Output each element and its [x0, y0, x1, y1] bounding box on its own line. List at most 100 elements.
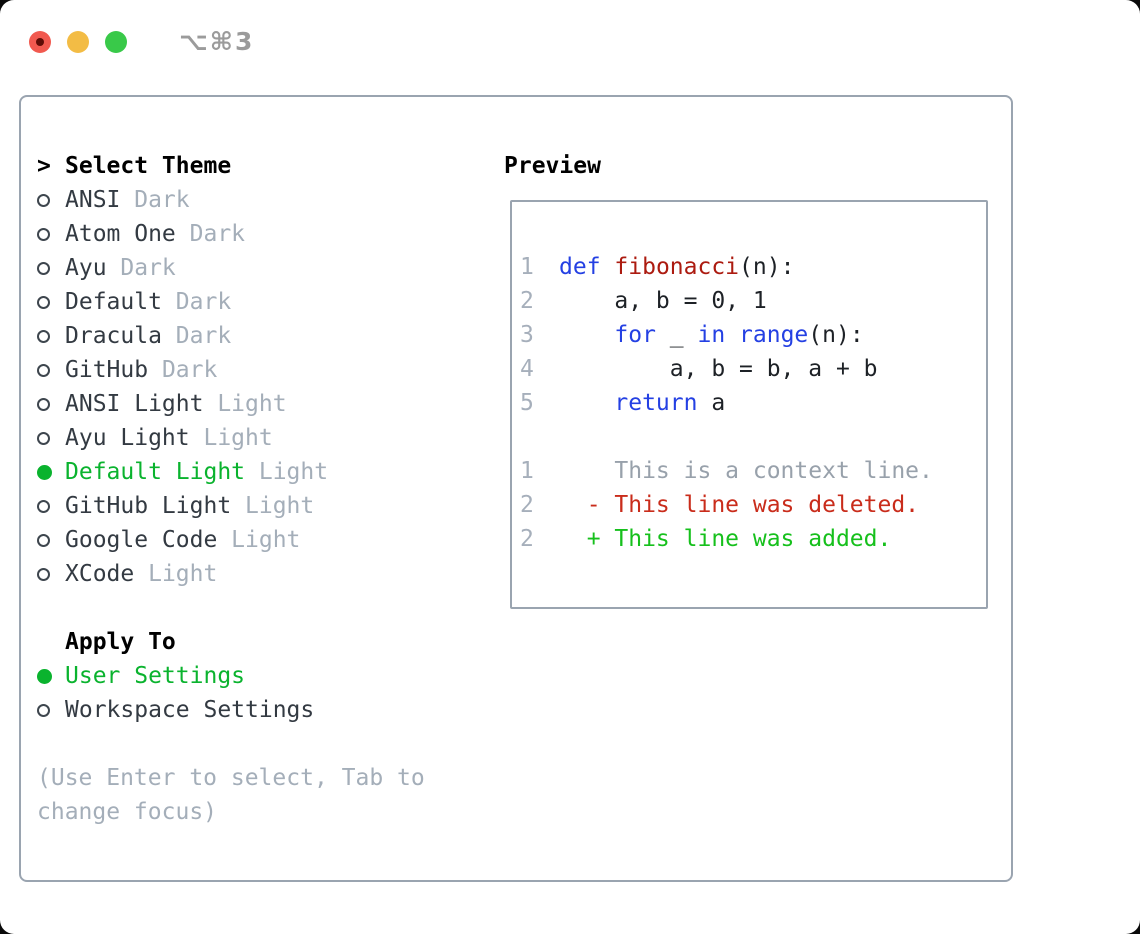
theme-option-dracula[interactable]: Dracula Dark [37, 319, 439, 353]
preview-title: Preview [504, 153, 601, 179]
theme-option-github[interactable]: GitHub Dark [37, 353, 439, 387]
code-text: This is a context line. [559, 458, 933, 484]
radio-selected-icon [37, 464, 52, 480]
radio-icon [37, 193, 50, 207]
theme-variant-label: Dark [134, 187, 190, 213]
radio-icon [37, 363, 50, 377]
radio-icon [37, 329, 50, 343]
code-text: for _ in range(n): [614, 322, 864, 348]
theme-variant-label: Light [258, 459, 329, 485]
theme-option-label: Default Light [65, 459, 246, 485]
line-number: 2 [520, 288, 534, 314]
apply-option-workspace-settings[interactable]: Workspace Settings [37, 693, 439, 727]
code-text: a, b = b, a + b [559, 356, 878, 382]
line-number: 4 [520, 356, 534, 382]
theme-variant-label: Dark [161, 357, 218, 383]
minimize-button[interactable] [67, 30, 89, 53]
theme-option-default[interactable]: Default Dark [37, 285, 439, 319]
code-text: return a [614, 390, 726, 416]
theme-option-label: GitHub Light [65, 493, 232, 519]
radio-icon [37, 499, 50, 513]
theme-option-xcode[interactable]: XCode Light [37, 557, 439, 591]
code-text: a, b = 0, 1 [559, 288, 767, 314]
titlebar: ⌥⌘3 [29, 27, 254, 56]
theme-option-ayu-light[interactable]: Ayu Light Light [37, 421, 439, 455]
theme-variant-label: Light [245, 493, 315, 519]
preview-line: 2 + This line was added. [520, 522, 980, 556]
close-button[interactable] [29, 30, 51, 53]
radio-icon [37, 533, 50, 547]
line-number: 2 [520, 492, 534, 518]
line-number: 5 [520, 390, 534, 416]
theme-variant-label: Dark [175, 323, 232, 349]
theme-option-label: Default [65, 289, 162, 315]
radio-icon [37, 431, 50, 445]
radio-icon [37, 397, 50, 411]
theme-option-ansi[interactable]: ANSI Dark [37, 183, 439, 217]
radio-icon [37, 703, 50, 717]
theme-variant-label: Light [217, 391, 287, 417]
preview-line: 2 - This line was deleted. [520, 488, 980, 522]
theme-option-ayu[interactable]: Ayu Dark [37, 251, 439, 285]
theme-option-default-light[interactable]: Default Light Light [37, 455, 439, 489]
code-text: - This line was deleted. [559, 492, 920, 518]
preview-line: 5 return a [520, 386, 980, 420]
radio-icon [37, 295, 50, 309]
theme-variant-label: Dark [120, 255, 176, 281]
preview-line: 1 This is a context line. [520, 454, 980, 488]
radio-icon [37, 227, 50, 241]
theme-option-ansi-light[interactable]: ANSI Light Light [37, 387, 439, 421]
keyboard-hint: (Use Enter to select, Tab to change focu… [37, 765, 439, 825]
theme-variant-label: Light [148, 561, 218, 587]
preview-line: 1 def fibonacci(n): [520, 250, 980, 284]
theme-option-label: Ayu Light [65, 425, 190, 451]
preview-line: 4 a, b = b, a + b [520, 352, 980, 386]
line-number: 3 [520, 322, 534, 348]
window-title-shortcut: ⌥⌘3 [179, 27, 255, 56]
line-number: 2 [520, 526, 534, 552]
select-theme-title: Select Theme [65, 153, 232, 179]
theme-option-google-code[interactable]: Google Code Light [37, 523, 439, 557]
theme-option-label: ANSI [65, 187, 121, 213]
code-text: def fibonacci(n): [559, 254, 795, 280]
theme-option-label: GitHub [65, 357, 149, 383]
radio-icon [37, 261, 50, 275]
theme-variant-label: Light [203, 425, 273, 451]
theme-option-github-light[interactable]: GitHub Light Light [37, 489, 439, 523]
theme-variant-label: Light [231, 527, 301, 553]
preview-line: 3 for _ in range(n): [520, 318, 980, 352]
theme-option-label: ANSI Light [65, 391, 204, 417]
apply-to-title: Apply To [65, 629, 176, 655]
theme-variant-label: Dark [189, 221, 246, 247]
apply-to-header-row: Apply To [37, 625, 439, 659]
apply-option-user-settings[interactable]: User Settings [37, 659, 439, 693]
zoom-button[interactable] [105, 30, 127, 53]
line-number: 1 [520, 254, 534, 280]
theme-option-atom-one[interactable]: Atom One Dark [37, 217, 439, 251]
apply-option-label: Workspace Settings [65, 697, 315, 723]
theme-option-label: Dracula [65, 323, 162, 349]
theme-option-label: Google Code [65, 527, 218, 553]
theme-option-label: Atom One [65, 221, 176, 247]
preview-line: 2 a, b = 0, 1 [520, 284, 980, 318]
radio-selected-icon [37, 668, 52, 684]
theme-option-label: XCode [65, 561, 135, 587]
radio-icon [37, 567, 50, 581]
prompt-caret-icon: > [37, 153, 51, 179]
record-dot-icon [36, 37, 44, 46]
theme-variant-label: Dark [175, 289, 232, 315]
line-number: 1 [520, 458, 534, 484]
theme-option-label: Ayu [65, 255, 107, 281]
apply-option-label: User Settings [65, 663, 246, 689]
code-text: + This line was added. [559, 526, 892, 552]
diff-sample-block: 1 This is a context line.2 - This line w… [520, 454, 980, 556]
select-theme-header-row: > Select Theme [37, 149, 439, 183]
